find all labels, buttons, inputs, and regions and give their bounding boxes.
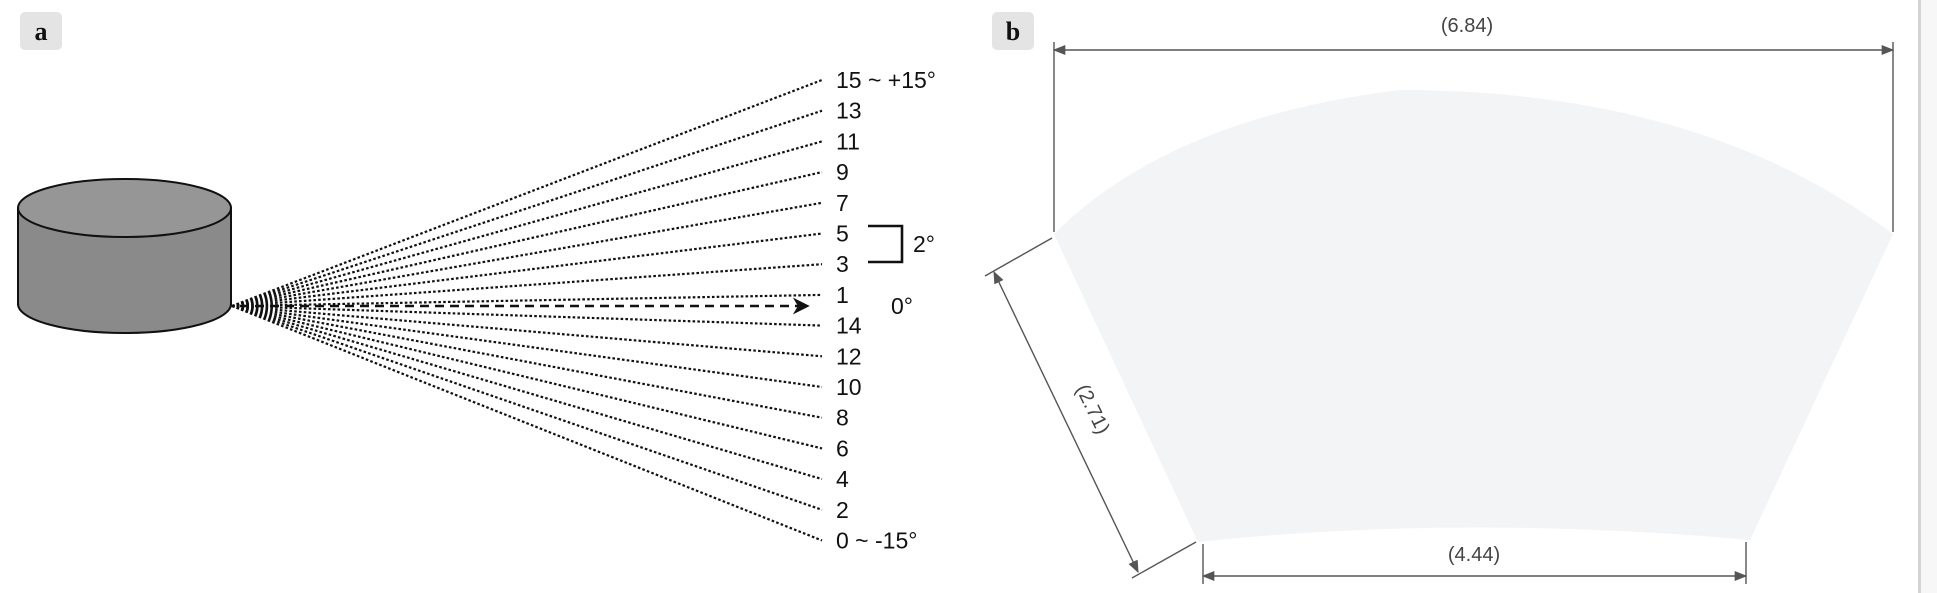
beam-ray bbox=[231, 109, 823, 308]
beam-label: 2 bbox=[836, 497, 849, 523]
beam-ray bbox=[231, 304, 823, 450]
beam-label: 11 bbox=[836, 128, 860, 154]
beam-ray bbox=[231, 304, 823, 327]
beam-label: 1 bbox=[836, 282, 849, 308]
side-extension-bottom bbox=[1131, 541, 1197, 579]
panel-b-label: b bbox=[1006, 17, 1020, 46]
side-dimension-line bbox=[993, 270, 1139, 574]
beam-label: 14 bbox=[836, 313, 862, 339]
field-of-view-region bbox=[1054, 90, 1893, 542]
beam-label: 3 bbox=[836, 251, 849, 277]
beam-ray bbox=[231, 304, 823, 542]
panel-a-badge: a bbox=[20, 12, 62, 50]
beam-ray bbox=[231, 304, 823, 389]
beam-ray bbox=[231, 304, 823, 419]
panel-a: a 15 ~ +15° 13 11 9 7 5 3 1 14 12 10 8 6 4 2 0 ~ -15° 2… bbox=[17, 12, 936, 554]
zero-degree-label: 0° bbox=[891, 293, 913, 319]
beam-label: 6 bbox=[836, 435, 849, 461]
beam-label: 9 bbox=[836, 159, 849, 185]
beam-label: 10 bbox=[836, 374, 862, 400]
beam-ray bbox=[231, 263, 823, 308]
top-dimension-label: (6.84) bbox=[1441, 15, 1493, 37]
panel-b-badge: b bbox=[992, 12, 1034, 50]
beam-labels: 15 ~ +15° 13 11 9 7 5 3 1 14 12 10 8 6 4 2 0 ~ -15° bbox=[836, 67, 936, 554]
beam-label: 13 bbox=[836, 98, 862, 124]
beam-label: 0 ~ -15° bbox=[836, 528, 917, 554]
beam-label: 7 bbox=[836, 190, 849, 216]
beam-rays bbox=[231, 78, 823, 542]
two-degree-bracket bbox=[868, 224, 904, 264]
panel-a-label: a bbox=[35, 17, 48, 46]
beam-label: 12 bbox=[836, 343, 862, 369]
beam-ray bbox=[231, 304, 823, 511]
panel-b: b (6.84) (2.71) (4.44) bbox=[984, 12, 1895, 584]
beam-ray bbox=[231, 140, 823, 308]
bottom-dimension-label: (4.44) bbox=[1448, 544, 1500, 566]
side-dimension-label: (2.71) bbox=[1071, 381, 1114, 438]
beam-label: 8 bbox=[836, 405, 849, 431]
beam-ray bbox=[231, 201, 823, 308]
spacing-label: 2° bbox=[913, 231, 935, 257]
beam-ray bbox=[231, 293, 823, 308]
page-edge bbox=[1918, 0, 1937, 593]
lidar-sensor-icon bbox=[17, 178, 232, 334]
side-extension-top bbox=[984, 237, 1053, 277]
beam-label: 15 ~ +15° bbox=[836, 67, 936, 93]
beam-ray bbox=[231, 232, 823, 308]
beam-ray bbox=[231, 171, 823, 308]
beam-ray bbox=[231, 304, 823, 481]
beam-label: 5 bbox=[836, 221, 849, 247]
beam-label: 4 bbox=[836, 466, 849, 492]
